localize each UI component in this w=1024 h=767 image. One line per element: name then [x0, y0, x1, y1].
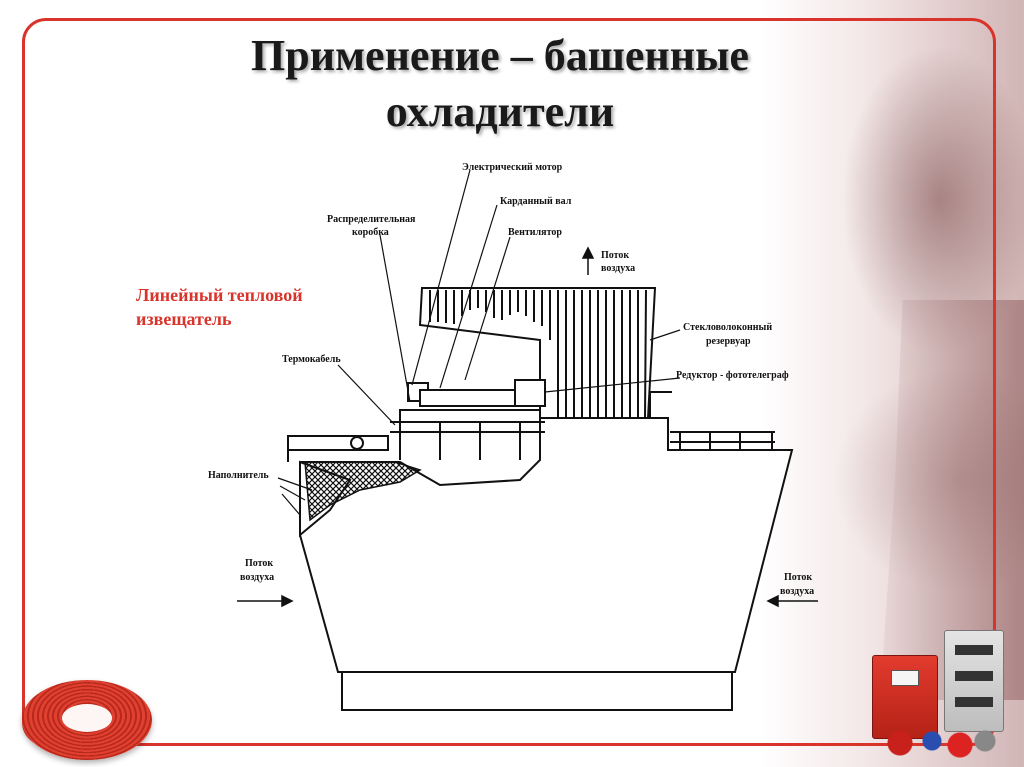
detector-accessories-image	[880, 725, 1000, 760]
basin	[341, 671, 733, 711]
note-line-2: извещатель	[136, 309, 232, 329]
label-airflow-left-2: воздуха	[240, 572, 274, 583]
slide-frame	[22, 18, 996, 746]
label-junction-box-1: Распределительная	[327, 214, 416, 225]
label-airflow-right-2: воздуха	[780, 586, 814, 597]
label-airflow-right-1: Поток	[784, 572, 812, 583]
label-cardan-shaft: Карданный вал	[500, 196, 572, 207]
tower-body	[299, 417, 794, 673]
title-line-2: охладители	[385, 87, 615, 136]
label-airflow-left-1: Поток	[245, 558, 273, 569]
left-platform	[287, 435, 389, 462]
label-airflow-up-2: воздуха	[601, 263, 635, 274]
slide-title: Применение – башенные охладители	[170, 28, 830, 140]
label-thermocable: Термокабель	[282, 354, 341, 365]
control-panel-grey-image	[944, 630, 1004, 732]
fan-stack-slats	[429, 289, 647, 419]
label-gearbox: Редуктор - фототелеграф	[676, 370, 789, 381]
cable-coil-image	[22, 680, 152, 760]
linear-heat-detector-note: Линейный тепловой извещатель	[136, 283, 366, 331]
gearbox	[514, 379, 546, 407]
fill-media	[304, 461, 422, 522]
label-electric-motor: Электрический мотор	[462, 162, 563, 173]
label-fiberglass-1: Стекловолоконный	[683, 322, 772, 333]
title-line-1: Применение – башенные	[251, 31, 749, 80]
label-fiberglass-2: резервуар	[706, 336, 751, 347]
label-airflow-up-1: Поток	[601, 250, 629, 261]
label-fill: Наполнитель	[208, 470, 269, 481]
label-fan: Вентилятор	[508, 227, 562, 238]
label-junction-box-2: коробка	[352, 227, 389, 238]
note-line-1: Линейный тепловой	[136, 285, 303, 305]
platform-railing	[649, 391, 775, 450]
